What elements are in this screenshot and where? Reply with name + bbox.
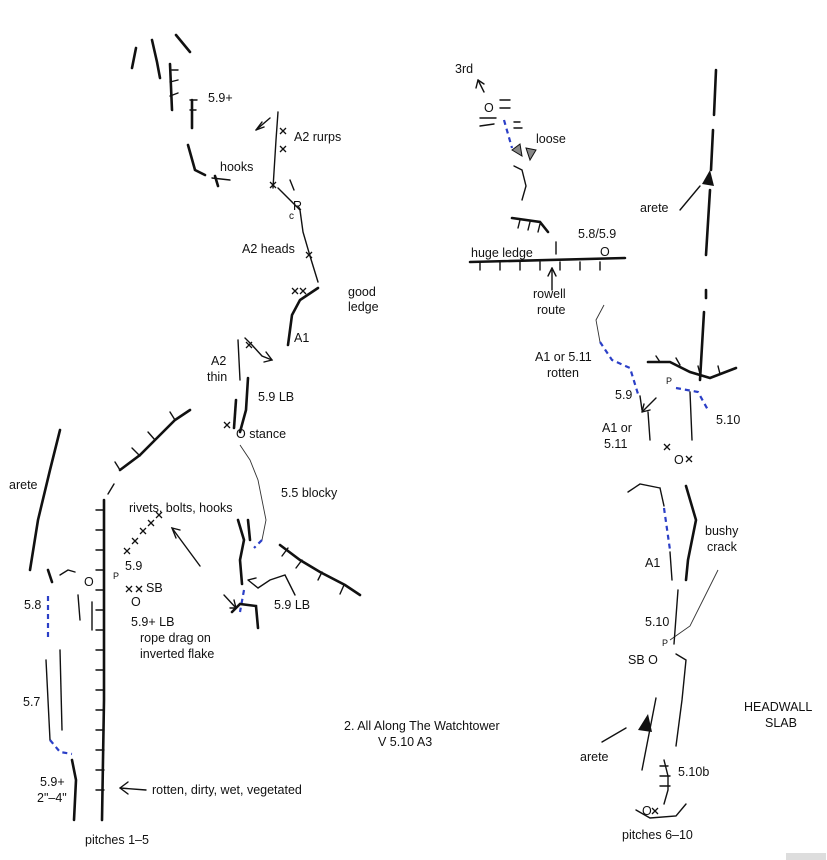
label-rotten-right: rotten xyxy=(547,366,579,380)
label-headwall: HEADWALL xyxy=(744,700,812,714)
label-sb-right: SB O xyxy=(628,653,658,667)
label-rope-drag-1: rope drag on xyxy=(140,631,211,645)
label-5-5-blocky: 5.5 blocky xyxy=(281,486,338,500)
label-a2-rurps: A2 rurps xyxy=(294,130,341,144)
label-sb-left: SB xyxy=(146,581,163,595)
label-a1-or: A1 or xyxy=(602,421,632,435)
route-title: 2. All Along The Watchtower xyxy=(344,719,500,733)
label-5-10-b: 5.10 xyxy=(645,615,669,629)
label-c: c xyxy=(289,211,294,222)
label-a1-right: A1 xyxy=(645,556,660,570)
label-rowell: rowell xyxy=(533,287,566,301)
label-5-9-plus-b: 5.9+ xyxy=(40,775,65,789)
label-a2: A2 xyxy=(211,354,226,368)
label-o-belay-2: O xyxy=(84,575,94,589)
label-5-8: 5.8 xyxy=(24,598,41,612)
label-p-right: P xyxy=(666,376,672,386)
label-o-huge: O xyxy=(600,245,610,259)
label-good: good xyxy=(348,285,376,299)
label-5-9: 5.9 xyxy=(125,559,142,573)
label-route: route xyxy=(537,303,566,317)
label-5-10b: 5.10b xyxy=(678,765,709,779)
label-p-left: P xyxy=(113,571,119,581)
label-huge-ledge: huge ledge xyxy=(471,246,533,260)
label-pitches-6-10: pitches 6–10 xyxy=(622,828,693,842)
label-thin: thin xyxy=(207,370,227,384)
label-r: R xyxy=(293,199,302,213)
label-arete-left: arete xyxy=(9,478,38,492)
label-hooks: hooks xyxy=(220,160,253,174)
label-rotten: rotten, dirty, wet, vegetated xyxy=(152,783,302,797)
label-rope-drag-2: inverted flake xyxy=(140,647,214,661)
label-5-8-5-9: 5.8/5.9 xyxy=(578,227,616,241)
label-a1-or-5-11: A1 or 5.11 xyxy=(535,350,592,364)
label-5-9-plus: 5.9+ xyxy=(208,91,233,105)
label-3rd: 3rd xyxy=(455,62,473,76)
label-o-belay: O xyxy=(131,595,141,609)
label-5-9-plus-lb: 5.9+ LB xyxy=(131,615,174,629)
label-5-9-lb: 5.9 LB xyxy=(258,390,294,404)
label-slab: SLAB xyxy=(765,716,797,730)
topo-pitches-1-5 xyxy=(28,33,362,822)
label-5-9-lb-b: 5.9 LB xyxy=(274,598,310,612)
label-o-top: O xyxy=(484,101,494,115)
label-o-right: O xyxy=(674,453,684,467)
label-stance: O stance xyxy=(236,427,286,441)
corner-badge xyxy=(786,853,826,860)
label-a2-heads: A2 heads xyxy=(242,242,295,256)
label-5-9-right: 5.9 xyxy=(615,388,632,402)
label-5-7: 5.7 xyxy=(23,695,40,709)
label-loose: loose xyxy=(536,132,566,146)
label-bushy: bushy xyxy=(705,524,739,538)
topo-pitches-6-10 xyxy=(468,68,738,819)
label-rivets-bolts-hooks: rivets, bolts, hooks xyxy=(129,501,233,515)
label-arete-right-bottom: arete xyxy=(580,750,609,764)
label-arete-right-top: arete xyxy=(640,201,669,215)
label-a1-left: A1 xyxy=(294,331,309,345)
label-5-10-a: 5.10 xyxy=(716,413,740,427)
route-grade: V 5.10 A3 xyxy=(378,735,432,749)
label-5-11: 5.11 xyxy=(604,437,627,451)
label-crack: crack xyxy=(707,540,738,554)
label-pitches-1-5: pitches 1–5 xyxy=(85,833,149,847)
label-ledge: ledge xyxy=(348,300,379,314)
label-o-bottom: O xyxy=(642,804,652,818)
label-p-right-2: P xyxy=(662,638,668,648)
label-size: 2"–4" xyxy=(37,791,67,805)
